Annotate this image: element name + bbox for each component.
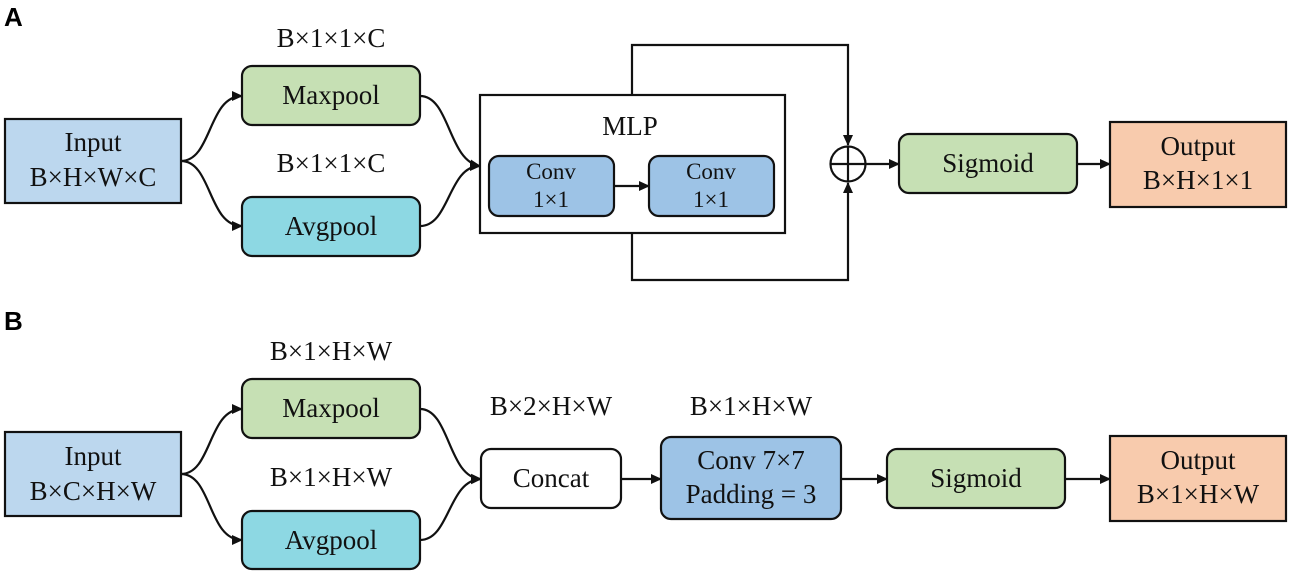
- panel-a-conv1-title: Conv: [526, 159, 576, 184]
- panel-a-mlp-box: MLP Conv 1×1 Conv 1×1: [478, 93, 787, 235]
- panel-a-mlp-conv1-box: Conv 1×1: [487, 154, 616, 218]
- edge-b-input-avgpool: [180, 472, 243, 545]
- panel-b-concat-dims: B×2×H×W: [490, 391, 613, 421]
- edge-a-input-maxpool: [180, 91, 243, 163]
- panel-b-conv-padding: Padding = 3: [686, 479, 817, 509]
- edge-b-avgpool-concat: [419, 474, 482, 542]
- panel-b-input-title: Input: [65, 441, 122, 471]
- panel-b-output-box: Output B×1×H×W: [1108, 434, 1288, 523]
- panel-b-label: B: [4, 306, 23, 336]
- panel-b-avgpool-dims: B×1×H×W: [270, 462, 393, 492]
- panel-a-sigmoid-box: Sigmoid: [897, 132, 1079, 195]
- panel-a-avgpool-dims: B×1×1×C: [277, 148, 386, 178]
- panel-a-avgpool-label: Avgpool: [285, 211, 378, 241]
- panel-b-input-box: Input B×C×H×W: [3, 430, 183, 518]
- panel-a-input-dims: B×H×W×C: [30, 162, 157, 192]
- edge-a-avgpool-mlp: [419, 161, 481, 228]
- panel-b-sigmoid-label: Sigmoid: [930, 463, 1022, 493]
- panel-b-maxpool-box: Maxpool: [240, 377, 422, 440]
- panel-a-sigmoid-label: Sigmoid: [942, 148, 1034, 178]
- panel-a-output-box: Output B×H×1×1: [1108, 120, 1288, 209]
- panel-b-output-title: Output: [1160, 445, 1236, 475]
- panel-b-input-dims: B×C×H×W: [30, 476, 157, 506]
- edge-a-maxpool-mlp: [419, 94, 481, 170]
- panel-b-concat-box: Concat: [479, 447, 623, 510]
- panel-a-input-title: Input: [65, 127, 122, 157]
- edge-b-maxpool-concat: [419, 407, 482, 484]
- panel-a-conv2-kernel: 1×1: [693, 187, 729, 212]
- panel-b-conv-dims: B×1×H×W: [690, 391, 813, 421]
- panel-a-output-title: Output: [1160, 131, 1236, 161]
- edge-b-input-maxpool: [180, 404, 243, 476]
- sum-icon: [829, 145, 867, 183]
- panel-a-mlp-title: MLP: [602, 111, 658, 141]
- panel-b-conv-title: Conv 7×7: [697, 445, 805, 475]
- edge-a-mlp-bottom-to-sum: [630, 182, 853, 282]
- panel-b-concat-label: Concat: [513, 463, 590, 493]
- panel-a-conv1-kernel: 1×1: [533, 187, 569, 212]
- panel-a-mlp-conv2-box: Conv 1×1: [647, 154, 776, 218]
- panel-b-conv-box: Conv 7×7 Padding = 3: [659, 435, 843, 521]
- panel-a-maxpool-dims: B×1×1×C: [277, 23, 386, 53]
- panel-a-maxpool-label: Maxpool: [282, 80, 380, 110]
- panel-a-conv2-title: Conv: [686, 159, 736, 184]
- panel-a-output-dims: B×H×1×1: [1143, 165, 1253, 195]
- panel-b-maxpool-dims: B×1×H×W: [270, 336, 393, 366]
- panel-b-maxpool-label: Maxpool: [282, 393, 380, 423]
- panel-b-avgpool-box: Avgpool: [240, 509, 422, 571]
- panel-a-maxpool-box: Maxpool: [240, 64, 422, 127]
- panel-b-sigmoid-box: Sigmoid: [885, 447, 1067, 510]
- panel-a-label: A: [4, 2, 23, 32]
- panel-b-avgpool-label: Avgpool: [285, 525, 378, 555]
- panel-b-output-dims: B×1×H×W: [1137, 479, 1260, 509]
- edge-a-input-avgpool: [180, 159, 243, 231]
- panel-a-avgpool-box: Avgpool: [240, 195, 422, 258]
- panel-a-input-box: Input B×H×W×C: [3, 117, 183, 205]
- edge-a-mlp-top-to-sum: [630, 43, 853, 146]
